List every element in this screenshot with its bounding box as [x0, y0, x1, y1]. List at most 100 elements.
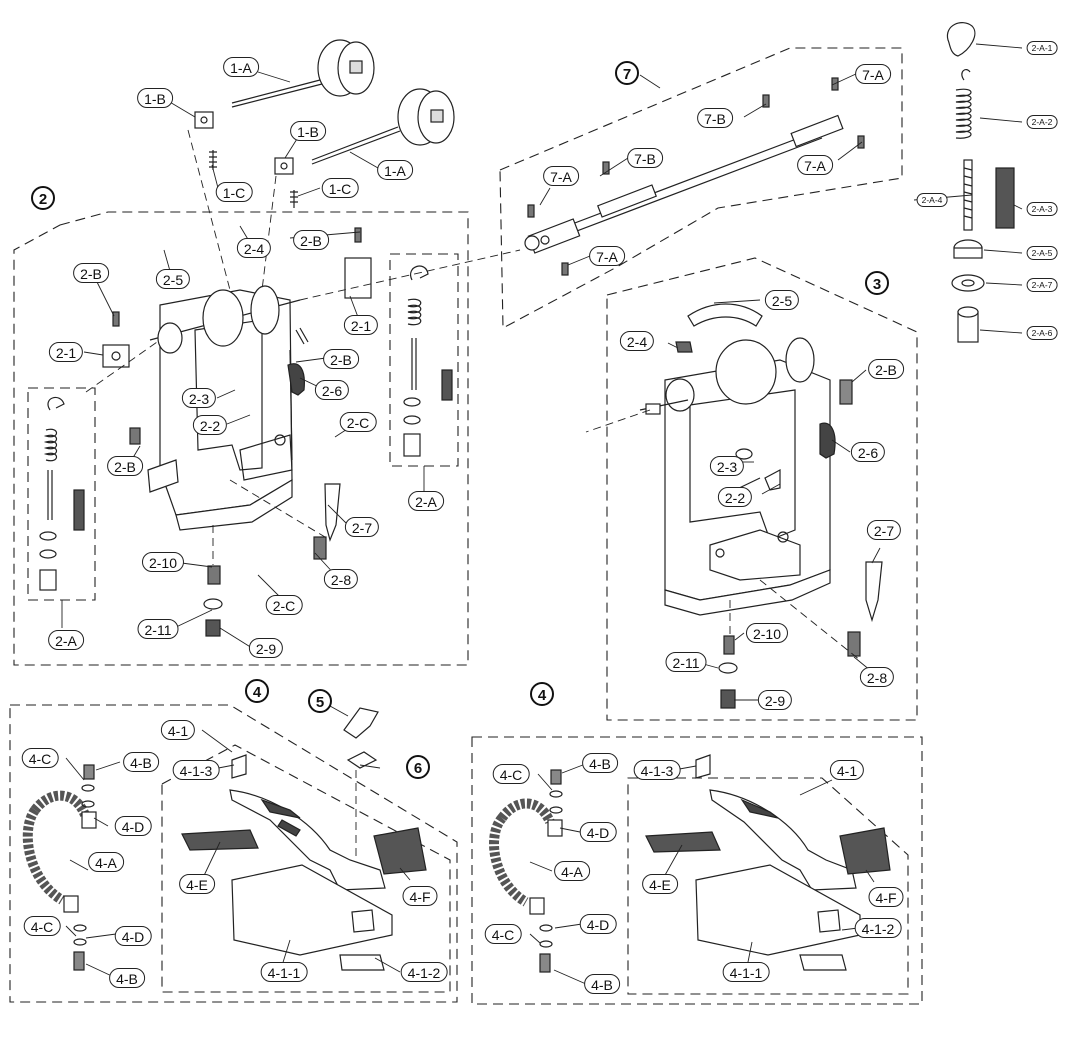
- part-label-2-10: 2-10: [141, 552, 185, 572]
- part-label-4F: 4-F: [868, 887, 904, 907]
- part-label-4-1-1: 4-1-1: [722, 962, 770, 982]
- beater-holder-2: [274, 157, 298, 208]
- part-label-2A6: 2-A-6: [1026, 326, 1058, 340]
- group-4-right-boundary: [471, 736, 923, 1005]
- part-label-4-1: 4-1: [829, 760, 865, 780]
- part-label-1B: 1-B: [290, 121, 326, 141]
- part-label-4-1: 4-1: [160, 720, 196, 740]
- part-label-4C: 4-C: [492, 764, 530, 784]
- part-label-2-4: 2-4: [619, 331, 655, 351]
- part-label-4D: 4-D: [114, 816, 152, 836]
- part-label-2A7: 2-A-7: [1026, 278, 1058, 292]
- part-label-4-1-1: 4-1-1: [260, 962, 308, 982]
- group-5-marker: 5: [308, 689, 332, 713]
- part-label-2-6: 2-6: [314, 380, 350, 400]
- part-label-7A: 7-A: [543, 166, 579, 186]
- part-label-4A: 4-A: [554, 861, 590, 881]
- part-label-7A: 7-A: [797, 155, 833, 175]
- part-label-2-5: 2-5: [764, 290, 800, 310]
- part-label-4D: 4-D: [579, 914, 617, 934]
- part-label-2A: 2-A: [408, 491, 444, 511]
- beater-2: [311, 88, 455, 165]
- part-label-4D: 4-D: [579, 822, 617, 842]
- part-label-4C: 4-C: [484, 924, 522, 944]
- part-label-2B: 2-B: [73, 263, 109, 283]
- group-2A-mid-boundary: [389, 253, 459, 467]
- part-label-2-8: 2-8: [859, 667, 895, 687]
- left-frame: [147, 285, 301, 531]
- part-label-2-2: 2-2: [192, 415, 228, 435]
- group-2-boundary: [13, 211, 469, 666]
- group-4-1-right-boundary: [627, 777, 909, 995]
- part-label-2-11: 2-11: [137, 619, 179, 639]
- footboard-left: [181, 707, 427, 971]
- part-label-4A: 4-A: [88, 852, 124, 872]
- beater-holder-1: [194, 111, 217, 170]
- dash-guides: [85, 129, 861, 860]
- part-label-7B: 7-B: [697, 108, 733, 128]
- group-2-marker: 2: [31, 186, 55, 210]
- part-label-2-3: 2-3: [709, 456, 745, 476]
- part-label-4F: 4-F: [402, 886, 438, 906]
- spring-assembly-exploded: [946, 22, 1015, 343]
- part-label-2B: 2-B: [293, 230, 329, 250]
- part-label-2B: 2-B: [323, 349, 359, 369]
- part-label-7B: 7-B: [627, 148, 663, 168]
- part-label-2-9: 2-9: [757, 690, 793, 710]
- group-7-boundary: [499, 47, 903, 329]
- group-4-left-marker: 4: [245, 679, 269, 703]
- chain-left: [22, 764, 97, 971]
- part-label-2C: 2-C: [339, 412, 377, 432]
- part-label-4-1-2: 4-1-2: [400, 962, 448, 982]
- part-label-7A: 7-A: [855, 64, 891, 84]
- part-label-1A: 1-A: [377, 160, 413, 180]
- beater-1: [231, 39, 375, 108]
- part-label-2C: 2-C: [265, 595, 303, 615]
- part-label-4D: 4-D: [114, 926, 152, 946]
- part-label-2-9: 2-9: [248, 638, 284, 658]
- part-label-2-7: 2-7: [344, 517, 380, 537]
- part-label-1B: 1-B: [137, 88, 173, 108]
- mid-spring-assembly: [403, 265, 453, 457]
- footboard-right: [645, 754, 891, 971]
- group-6-marker: 6: [406, 755, 430, 779]
- part-label-2A5: 2-A-5: [1026, 246, 1058, 260]
- group-2A-left-boundary: [27, 387, 96, 601]
- left-spring-assembly: [39, 396, 85, 591]
- part-label-4-1-3: 4-1-3: [172, 760, 220, 780]
- part-label-2B: 2-B: [107, 456, 143, 476]
- part-label-2-10: 2-10: [745, 623, 789, 643]
- part-label-4E: 4-E: [179, 874, 215, 894]
- part-label-2B: 2-B: [868, 359, 904, 379]
- part-label-7A: 7-A: [589, 246, 625, 266]
- part-label-4C: 4-C: [23, 916, 61, 936]
- part-label-2-8: 2-8: [323, 569, 359, 589]
- part-label-2A4: 2-A-4: [916, 193, 948, 207]
- right-small-parts: [718, 448, 883, 709]
- part-label-2-11: 2-11: [665, 652, 707, 672]
- part-label-2A3: 2-A-3: [1026, 202, 1058, 216]
- right-frame: [639, 303, 853, 616]
- part-label-2-1: 2-1: [48, 342, 84, 362]
- group-4-right-marker: 4: [530, 682, 554, 706]
- part-label-2A1: 2-A-1: [1026, 41, 1058, 55]
- part-label-4-1-2: 4-1-2: [854, 918, 902, 938]
- part-label-1C: 1-C: [215, 182, 253, 202]
- drive-shaft: [524, 77, 865, 276]
- part-label-1A: 1-A: [223, 57, 259, 77]
- part-label-4C: 4-C: [21, 748, 59, 768]
- part-label-4E: 4-E: [642, 874, 678, 894]
- part-label-2-3: 2-3: [181, 388, 217, 408]
- part-label-4B: 4-B: [109, 968, 145, 988]
- part-label-2-4: 2-4: [236, 238, 272, 258]
- part-label-2-6: 2-6: [850, 442, 886, 462]
- part-label-2A2: 2-A-2: [1026, 115, 1058, 129]
- part-label-4B: 4-B: [582, 753, 618, 773]
- part-label-1C: 1-C: [321, 178, 359, 198]
- group-boundaries: [9, 47, 923, 1005]
- part-label-2A: 2-A: [48, 630, 84, 650]
- part-label-4-1-3: 4-1-3: [633, 760, 681, 780]
- part-label-2-5: 2-5: [155, 269, 191, 289]
- part-label-2-1: 2-1: [343, 315, 379, 335]
